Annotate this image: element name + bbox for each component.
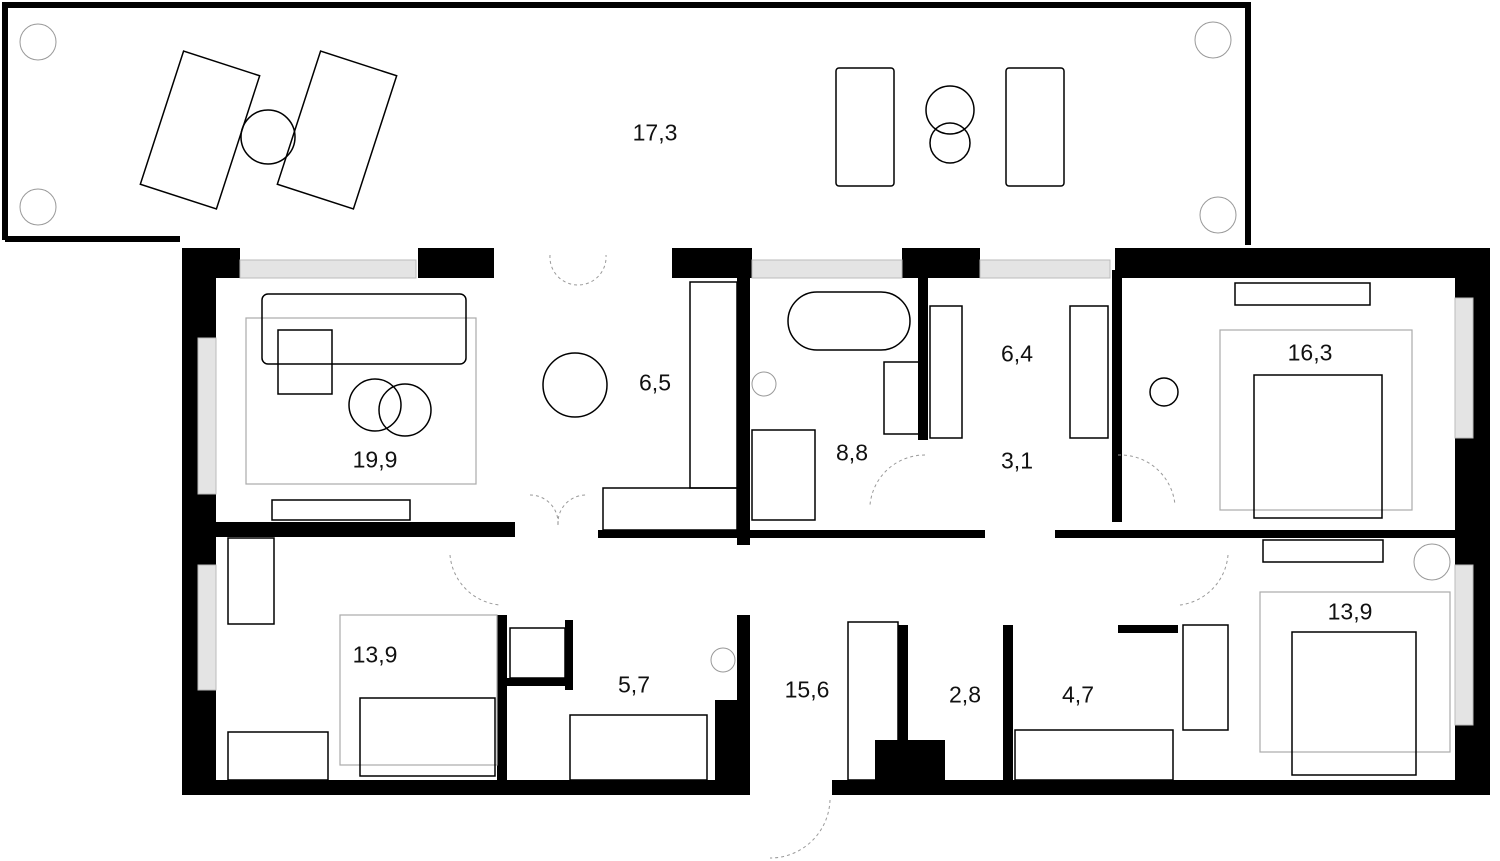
room-area-corridor-small: 3,1 [1001, 447, 1033, 474]
room-area-balcony: 17,3 [632, 119, 678, 146]
plant-icon [19, 21, 1451, 673]
doors [449, 254, 1229, 859]
room-area-wardrobe-bottom: 4,7 [1062, 681, 1094, 708]
room-area-bedroom-left: 13,9 [352, 641, 398, 668]
furniture [227, 281, 1451, 781]
room-area-bathroom: 8,8 [836, 439, 868, 466]
sun-lounger-right [835, 67, 1065, 187]
room-area-wardrobe-top: 6,4 [1001, 340, 1033, 367]
walls [182, 248, 1490, 795]
room-area-toilet: 2,8 [949, 681, 981, 708]
balcony [2, 2, 1451, 673]
room-area-hall: 15,6 [784, 676, 830, 703]
room-area-laundry-bath: 5,7 [618, 671, 650, 698]
room-area-living-room: 19,9 [352, 446, 398, 473]
room-area-kitchen: 6,5 [639, 369, 671, 396]
sun-lounger-left [139, 50, 398, 210]
room-area-bedroom-bottom-right: 13,9 [1327, 598, 1373, 625]
room-area-bedroom-top-right: 16,3 [1287, 339, 1333, 366]
windows [197, 259, 1474, 726]
